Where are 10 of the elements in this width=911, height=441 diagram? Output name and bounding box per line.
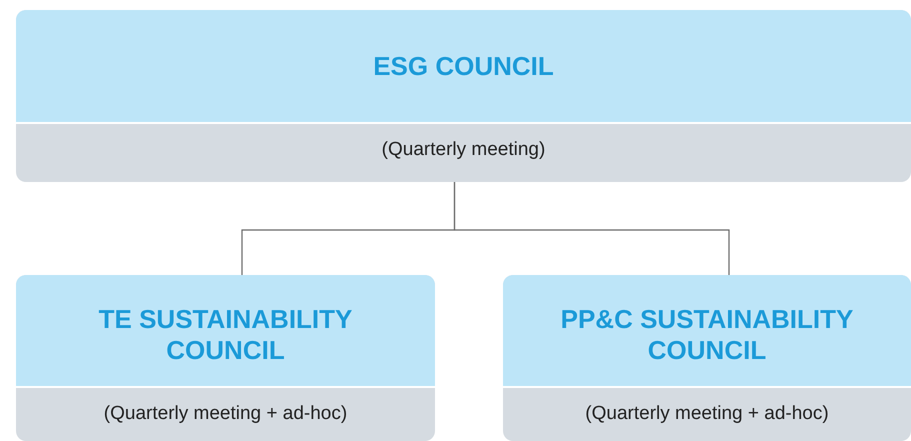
council-box [16, 10, 911, 182]
council-box [16, 275, 435, 441]
meeting-frequency: (Quarterly meeting + ad-hoc) [104, 402, 348, 426]
council-title: PP&C SUSTAINABILITY COUNCIL [560, 302, 854, 366]
council-box [503, 275, 911, 441]
connector-line [454, 182, 730, 275]
council-title: ESG COUNCIL [373, 50, 554, 82]
meeting-frequency: (Quarterly meeting) [382, 138, 546, 162]
meeting-frequency: (Quarterly meeting + ad-hoc) [585, 402, 829, 426]
council-title: TE SUSTAINABILITY COUNCIL [98, 302, 354, 366]
